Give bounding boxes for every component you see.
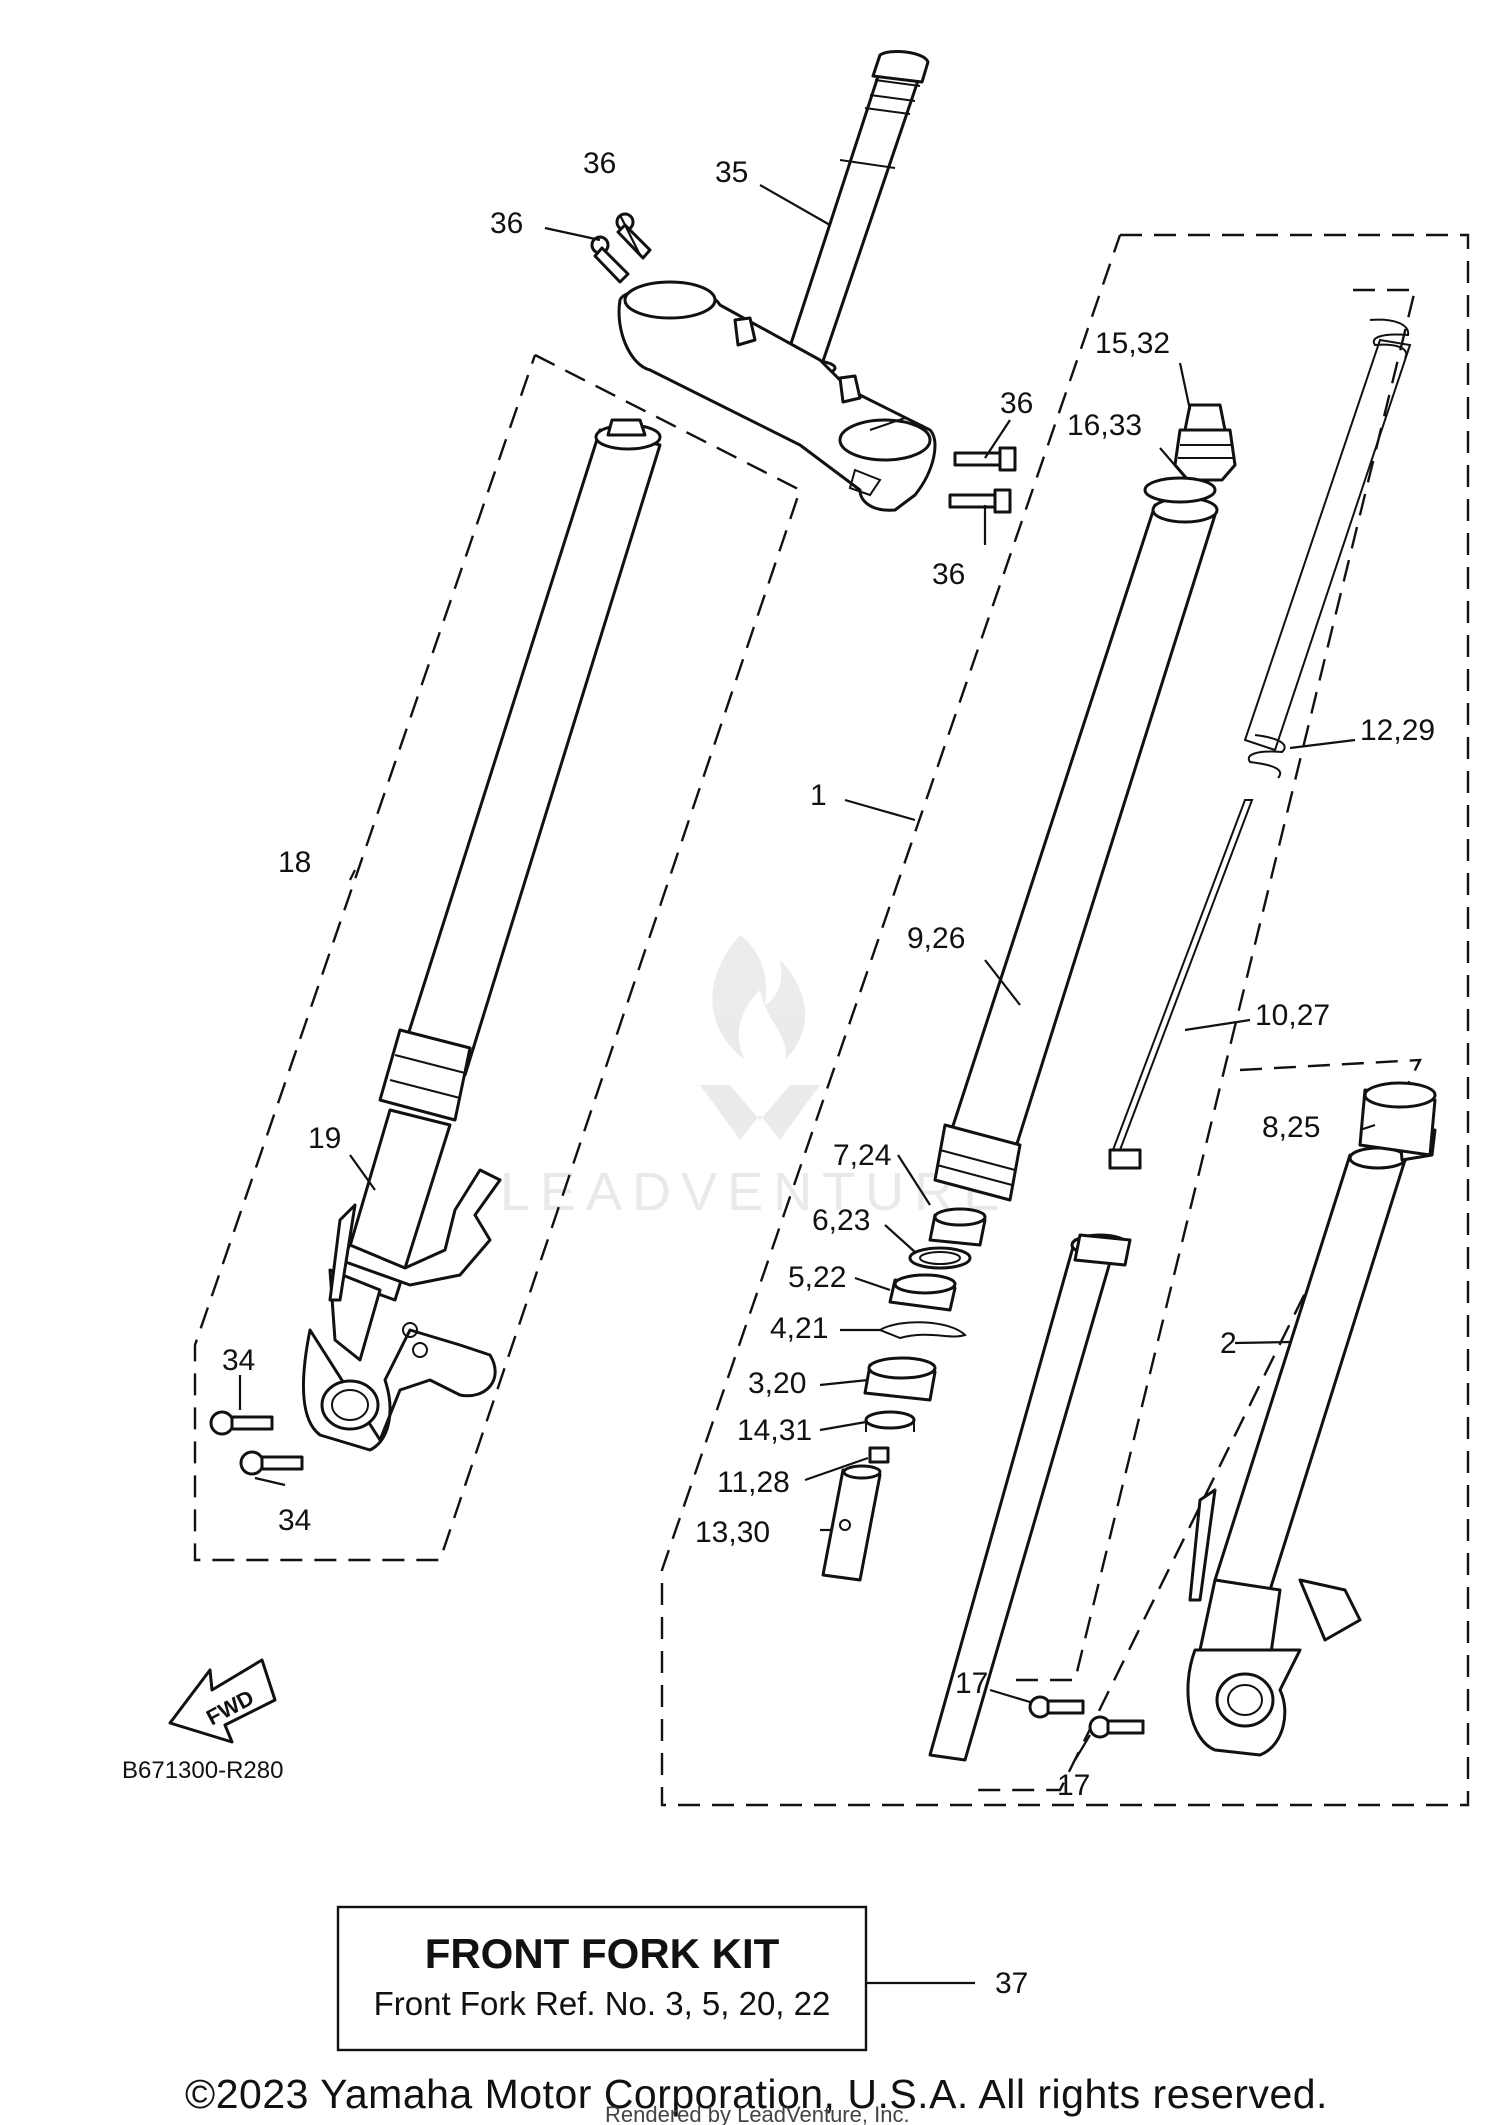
kit-box-subtitle: Front Fork Ref. No. 3, 5, 20, 22 <box>374 1985 831 2022</box>
callout-11-28: 11,28 <box>717 1466 790 1499</box>
callout-15-32: 15,32 <box>1095 327 1170 360</box>
washer-part-6 <box>908 1246 972 1270</box>
callout-9-26: 9,26 <box>907 922 965 955</box>
copyright-notice: ©2023 Yamaha Motor Corporation, U.S.A. A… <box>185 2071 1328 2117</box>
dashed-group-right <box>660 233 1470 1807</box>
callout-37: 37 <box>995 1967 1028 2000</box>
callout-14-31: 14,31 <box>737 1414 812 1447</box>
callout-36-b: 36 <box>490 207 523 240</box>
callout-8-25: 8,25 <box>1262 1111 1320 1144</box>
callout-19: 19 <box>308 1122 341 1155</box>
inner-tube-part-9 <box>933 496 1219 1202</box>
oil-seal-part-5 <box>888 1273 957 1312</box>
gasket-part-11 <box>868 1446 890 1464</box>
bolt-17-b <box>1088 1715 1145 1739</box>
diagram-reference-code: B671300-R280 <box>122 1757 283 1784</box>
callout-17-a: 17 <box>955 1667 988 1700</box>
kit-box-title: FRONT FORK KIT <box>425 1930 780 1977</box>
callout-5-22: 5,22 <box>788 1261 846 1294</box>
fwd-arrow-icon: FWD <box>168 1658 277 1744</box>
bolt-34-b <box>239 1450 304 1476</box>
fork-assembly-left-part-18 <box>378 418 662 1122</box>
bolt-36-right-a <box>953 446 1017 472</box>
steering-stem-part-35 <box>773 50 930 378</box>
dashed-group-left <box>193 353 802 1562</box>
slide-metal-part-7 <box>928 1207 987 1247</box>
bolt-36-right-b <box>948 488 1012 514</box>
bolt-17-a <box>1028 1695 1085 1719</box>
bolt-36-top-b <box>590 235 630 284</box>
o-ring-part-16 <box>1143 476 1217 504</box>
clip-part-4 <box>877 1321 967 1340</box>
dust-seal-part-3 <box>863 1356 937 1402</box>
washer-part-14 <box>864 1410 916 1432</box>
fork-outer-tube-left-part-19 <box>302 1108 502 1452</box>
callout-6-23: 6,23 <box>812 1204 870 1237</box>
callout-16-33: 16,33 <box>1067 409 1142 442</box>
leadventure-watermark: LEADVENTURE <box>500 935 1009 1222</box>
rendered-by-credit: Rendered by LeadVenture, Inc. <box>605 2102 910 2125</box>
callout-10-27: 10,27 <box>1255 999 1330 1032</box>
callout-36-d: 36 <box>932 558 965 591</box>
leader-lines <box>238 184 1376 1985</box>
callout-labels: 36 36 35 36 36 15,32 16,33 12,29 1 9,26 … <box>222 147 1435 2000</box>
bolt-34-a <box>209 1410 274 1436</box>
callout-7-24: 7,24 <box>833 1139 891 1172</box>
fork-spring-part-12 <box>1243 318 1412 779</box>
callout-13-30: 13,30 <box>695 1516 770 1549</box>
callout-2: 2 <box>1220 1327 1237 1360</box>
callout-34-a: 34 <box>222 1344 255 1377</box>
callout-4-21: 4,21 <box>770 1312 828 1345</box>
bushing-part-8 <box>1358 1081 1437 1157</box>
watermark-text: LEADVENTURE <box>500 1162 1009 1222</box>
callout-17-b: 17 <box>1057 1769 1090 1802</box>
dashed-group-inner-right <box>975 288 1422 1792</box>
under-bracket <box>617 280 937 512</box>
fork-cap-part-15 <box>1173 403 1237 482</box>
callout-12-29: 12,29 <box>1360 714 1435 747</box>
oil-lock-piece-part-13 <box>821 1464 882 1582</box>
front-fork-kit-box: FRONT FORK KIT Front Fork Ref. No. 3, 5,… <box>336 1905 868 2052</box>
callout-3-20: 3,20 <box>748 1367 806 1400</box>
callout-36-a: 36 <box>583 147 616 180</box>
damper-rod-part-10 <box>928 799 1254 1762</box>
callout-36-c: 36 <box>1000 387 1033 420</box>
callout-18: 18 <box>278 846 311 879</box>
callout-35: 35 <box>715 156 748 189</box>
callout-34-b: 34 <box>278 1504 311 1537</box>
callout-1: 1 <box>810 779 827 812</box>
outer-tube-part-2 <box>1186 1128 1437 1757</box>
